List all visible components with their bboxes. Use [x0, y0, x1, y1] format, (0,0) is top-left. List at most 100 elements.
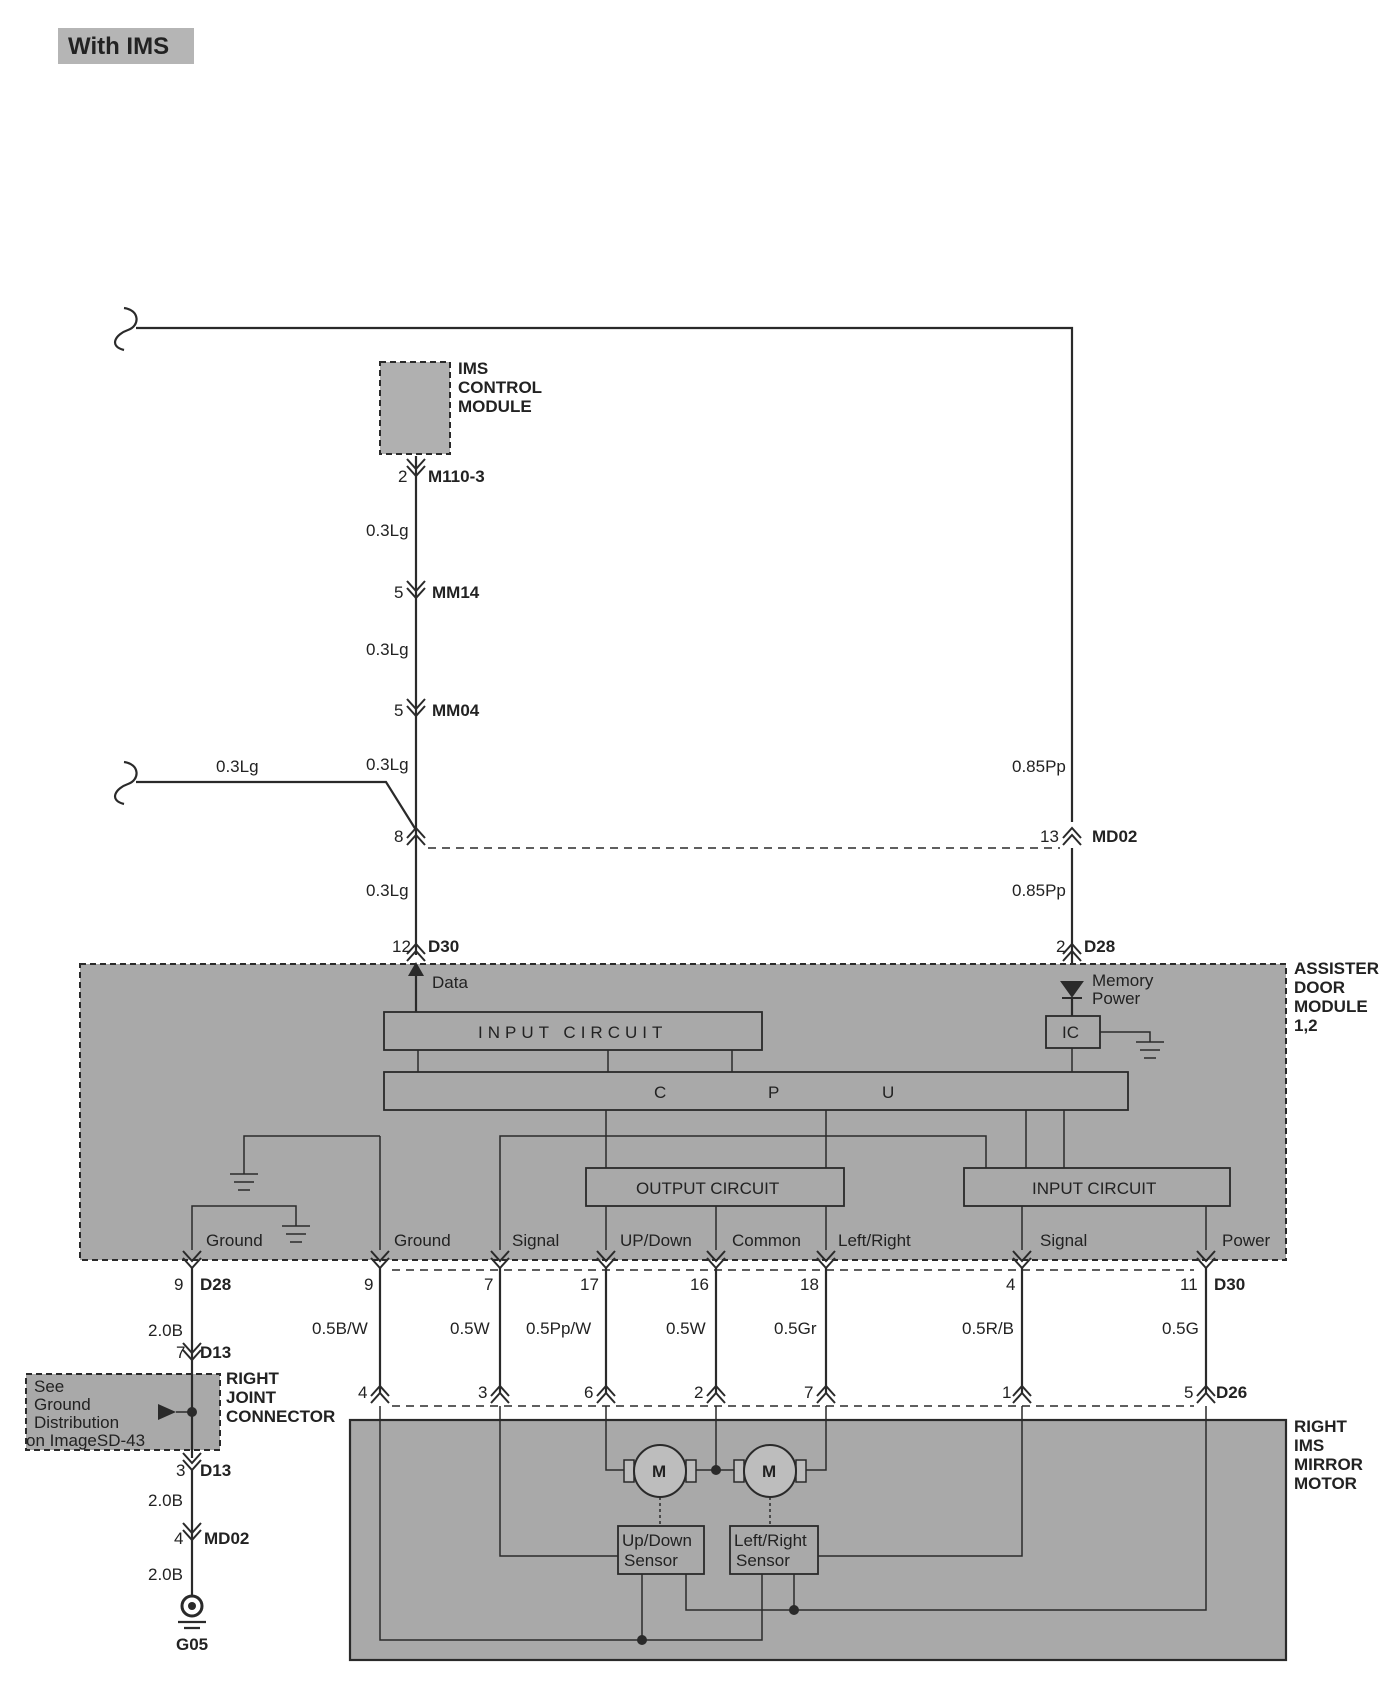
assister-label-2: DOOR	[1294, 978, 1345, 997]
wire-break-top	[113, 306, 138, 352]
power-sensor-wire	[685, 1406, 1207, 1611]
d13-bottom-name: D13	[200, 1461, 231, 1480]
d30-bottom-pin-1: 9	[364, 1275, 373, 1294]
terminal-updown: UP/Down	[620, 1231, 692, 1250]
d26-pin-last: 5	[1184, 1383, 1193, 1402]
d26-pin-3: 6	[584, 1383, 593, 1402]
mirror-motor-label-3: MIRROR	[1294, 1455, 1363, 1474]
ic-label: IC	[1062, 1023, 1079, 1042]
motor-wires	[605, 1406, 827, 1471]
wire-break-left	[113, 760, 138, 806]
output-circuit-box	[585, 1167, 845, 1207]
assister-door-module	[79, 963, 1287, 1261]
d30-top-pin: 12	[392, 937, 411, 956]
wire-label-lg-left: 0.3Lg	[216, 757, 259, 776]
m110-name: M110-3	[428, 467, 485, 486]
d28-bottom-pin: 9	[174, 1275, 183, 1294]
wire-label-lg-d: 0.3Lg	[366, 881, 409, 900]
common-node	[711, 1465, 721, 1475]
assister-label-4: 1,2	[1294, 1016, 1318, 1035]
cpu-u: U	[882, 1083, 894, 1102]
ground-junction	[637, 1635, 647, 1645]
output-circuit-label: OUTPUT CIRCUIT	[636, 1179, 779, 1198]
d30-bottom-pin-4: 16	[690, 1275, 709, 1294]
input-circuit-top	[383, 1011, 763, 1051]
wire-ground-left-internal	[191, 1205, 297, 1250]
mm04-pin: 5	[394, 701, 403, 720]
joint-note-1: See	[34, 1377, 64, 1396]
d30-bottom-pin-3: 17	[580, 1275, 599, 1294]
assister-label-1: ASSISTER	[1294, 959, 1379, 978]
input-circuit-top-label: INPUT CIRCUIT	[478, 1023, 667, 1042]
d30-bottom-pin-2: 7	[484, 1275, 493, 1294]
wire-label-pp-a: 0.85Pp	[1012, 757, 1066, 776]
md02-bottom-name: MD02	[204, 1529, 249, 1548]
d26-pin-1: 4	[358, 1383, 367, 1402]
d26-pin-6: 1	[1002, 1383, 1011, 1402]
md02-pin-right: 13	[1040, 827, 1059, 846]
wire-top-return	[136, 326, 1074, 822]
joint-note-2: Ground	[34, 1395, 91, 1414]
mirror-motor-label-2: IMS	[1294, 1436, 1324, 1455]
joint-node	[187, 1407, 197, 1417]
ground-g05-dot	[188, 1602, 196, 1610]
joint-connector-box	[25, 1373, 221, 1451]
md02-pin-left: 8	[394, 827, 403, 846]
wire-label-w3: 0.5Pp/W	[526, 1319, 591, 1338]
memory-label-2: Power	[1092, 989, 1141, 1008]
power-junction	[789, 1605, 799, 1615]
md02-name: MD02	[1092, 827, 1137, 846]
wire-label-lg-a: 0.3Lg	[366, 521, 409, 540]
d26-pin-4: 2	[694, 1383, 703, 1402]
md02-bottom-pin: 4	[174, 1529, 183, 1548]
ground-sensor-wire	[379, 1406, 763, 1641]
mm04-name: MM04	[432, 701, 480, 720]
ic-ground-wire	[1100, 1031, 1151, 1042]
cpu-input-right-wires	[1025, 1110, 1065, 1168]
wire-label-lg-c: 0.3Lg	[366, 755, 409, 774]
motor-1-label: M	[652, 1462, 666, 1481]
terminal-signal-1: Signal	[512, 1231, 559, 1250]
d30-bottom-pin-last: 11	[1180, 1275, 1198, 1294]
terminal-leftright: Left/Right	[838, 1231, 911, 1250]
joint-name-3: CONNECTOR	[226, 1407, 335, 1426]
ic-ground-icon	[1136, 1041, 1164, 1059]
joint-note-3: Distribution	[34, 1413, 119, 1432]
d13-top-pin: 7	[176, 1343, 185, 1362]
signal-leftright-wire	[818, 1406, 1023, 1557]
input-circuit-right-label: INPUT CIRCUIT	[1032, 1179, 1156, 1198]
d30-bottom-name: D30	[1214, 1275, 1245, 1294]
wire-label-gnd-c: 2.0B	[148, 1565, 183, 1584]
wire-label-w1: 0.5B/W	[312, 1319, 368, 1338]
wire-label-gnd-b: 2.0B	[148, 1491, 183, 1510]
ims-module-label-2: CONTROL	[458, 378, 542, 397]
mm14-name: MM14	[432, 583, 480, 602]
wire-signal-internal	[499, 1135, 987, 1250]
mirror-motor-label-4: MOTOR	[1294, 1474, 1357, 1493]
leftright-sensor-label-1: Left/Right	[734, 1531, 807, 1550]
d28-bottom-name: D28	[200, 1275, 231, 1294]
terminal-common: Common	[732, 1231, 801, 1250]
input-cpu-wires	[417, 1050, 733, 1072]
cpu-c: C	[654, 1083, 666, 1102]
wire-label-w5: 0.5Gr	[774, 1319, 817, 1338]
wire-label-w7: 0.5G	[1162, 1319, 1199, 1338]
joint-arrow-icon	[158, 1404, 176, 1420]
motor-1-brush-left	[623, 1459, 635, 1483]
header-tag-box	[58, 28, 194, 64]
wire-label-w6: 0.5R/B	[962, 1319, 1014, 1338]
cpu-ground-wire	[243, 1135, 380, 1174]
joint-name-1: RIGHT	[226, 1369, 280, 1388]
wire-label-w2: 0.5W	[450, 1319, 490, 1338]
ground-g05-label: G05	[176, 1635, 208, 1654]
d28-top-name: D28	[1084, 937, 1115, 956]
d26-pin-2: 3	[478, 1383, 487, 1402]
terminal-signal-2: Signal	[1040, 1231, 1087, 1250]
d30-bottom-pin-5: 18	[800, 1275, 819, 1294]
updown-sensor-box	[617, 1525, 705, 1575]
sensor-links	[659, 1497, 771, 1526]
wire-label-w4: 0.5W	[666, 1319, 706, 1338]
data-label: Data	[432, 973, 468, 992]
d26-connector-row	[370, 1385, 1216, 1404]
